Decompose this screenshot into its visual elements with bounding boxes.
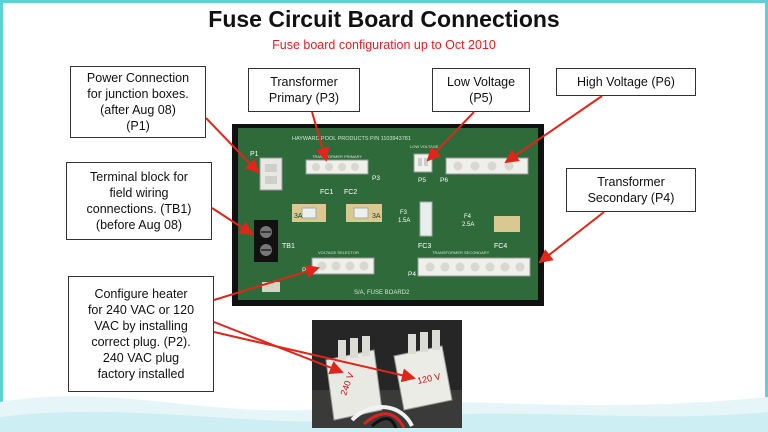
p3-connector [305, 159, 369, 175]
page-title: Fuse Circuit Board Connections [208, 6, 560, 32]
plug-120v-label: 120 V [416, 371, 441, 386]
callout-tb1-terminal: Terminal block for field wiring connecti… [66, 162, 212, 240]
fuse-right [346, 204, 382, 222]
plug-photo: 240 V 120 V [312, 320, 462, 428]
p6-label: P6 [440, 177, 448, 184]
p3-label: P3 [372, 175, 380, 182]
callout-tb1-text: Terminal block for field wiring connecti… [86, 170, 192, 232]
callout-p3-primary: Transformer Primary (P3) [248, 68, 360, 112]
plugs-illustration: 240 V 120 V [312, 320, 462, 428]
board-maker-label: HAYWARD POOL PRODUCTS P/N 1103943781 [292, 136, 411, 142]
callout-p6-high-voltage: High Voltage (P6) [556, 68, 696, 96]
board-sticker [262, 282, 280, 292]
fc1-label: FC1 [320, 189, 333, 196]
fc4-label: FC4 [494, 243, 507, 250]
fuse-board: HAYWARD POOL PRODUCTS P/N 1103943781 TRA… [238, 128, 538, 300]
callout-p2-text: Configure heater for 240 VAC or 120 VAC … [87, 287, 195, 381]
f4-rating: 2.5A [462, 222, 474, 228]
transformer-secondary-silk: TRANSFORMER SECONDARY [432, 250, 490, 255]
frame-border-right [765, 0, 768, 432]
p5-label: P5 [418, 177, 426, 184]
callout-p2-voltage: Configure heater for 240 VAC or 120 VAC … [68, 276, 214, 392]
transformer-primary-silk: TRANSFORMER PRIMARY [312, 154, 362, 159]
frame-border-top [0, 0, 768, 3]
callout-p3-text: Transformer Primary (P3) [268, 75, 340, 105]
p4-label: P4 [408, 271, 416, 278]
callout-p6-text: High Voltage (P6) [577, 75, 675, 89]
p1-label: P1 [250, 151, 259, 158]
callout-p1-text: Power Connection for junction boxes. (af… [86, 71, 190, 133]
voltage-selector-silk: VOLTAGE SELECTOR [318, 250, 359, 255]
p4-connector [417, 257, 531, 277]
fuse-right-rating: 3A [372, 213, 381, 220]
fuse-left [292, 204, 326, 222]
fuse-board-photo: HAYWARD POOL PRODUCTS P/N 1103943781 TRA… [232, 124, 544, 306]
callout-p5-low-voltage: Low Voltage (P5) [432, 68, 530, 112]
callout-p4-text: Transformer Secondary (P4) [587, 175, 675, 205]
f4-label: F4 [464, 214, 472, 220]
p6-connector [445, 157, 529, 175]
fc3-label: FC3 [418, 243, 431, 250]
tb1-label: TB1 [282, 243, 295, 250]
frame-border-left [0, 0, 3, 432]
callout-p5-text: Low Voltage (P5) [446, 75, 516, 105]
fc2-label: FC2 [344, 189, 357, 196]
p1-connector [259, 157, 283, 191]
f3-fuse [419, 201, 433, 237]
f4-fuse [494, 216, 520, 232]
f3-rating: 1.5A [398, 218, 410, 224]
board-name-label: S/A, FUSE BOARD2 [354, 290, 410, 296]
arrow-p4 [538, 211, 605, 264]
page-subtitle: Fuse board configuration up to Oct 2010 [272, 38, 496, 52]
tb1-terminal-block [254, 220, 278, 262]
low-voltage-silk: LOW VOLTAGE [410, 144, 439, 149]
p2-connector [311, 257, 375, 275]
fuse-left-rating: 3A [294, 213, 303, 220]
f3-label: F3 [400, 210, 408, 216]
callout-p4-secondary: Transformer Secondary (P4) [566, 168, 696, 212]
p5-connector [413, 153, 433, 173]
callout-p1-power: Power Connection for junction boxes. (af… [70, 66, 206, 138]
p2-label: P2 [302, 267, 310, 274]
